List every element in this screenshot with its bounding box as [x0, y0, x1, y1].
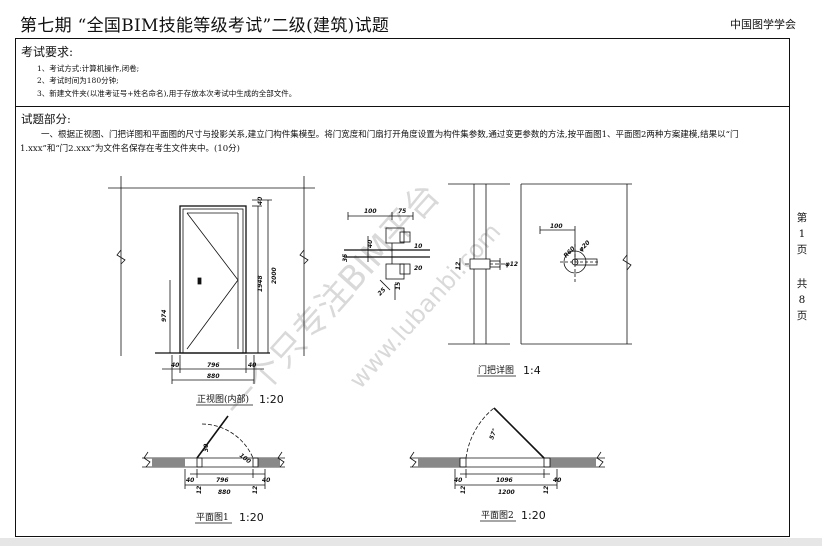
- watermark: 一个只专注BIM平台 www.lubanbi.com: [217, 176, 506, 426]
- page-char: 页: [796, 310, 808, 322]
- handle-detail-b: [448, 183, 510, 345]
- dim-label: 880: [218, 489, 231, 496]
- dim-label: 100: [550, 223, 563, 230]
- page-number: 1: [798, 228, 806, 240]
- page-char: 第: [796, 212, 808, 224]
- dim-label: 1200: [498, 489, 515, 496]
- page-indicator: 第 1 页 共 8 页: [795, 210, 809, 324]
- requirement-item: 3、新建文件夹(以准考证号+姓名命名),用于存放本次考试中生成的全部文件。: [37, 89, 297, 98]
- dim-label: 40: [367, 240, 374, 248]
- front-view-caption: 正视图(内部): [197, 393, 249, 405]
- plan2-scale: 1:20: [521, 509, 546, 522]
- dim-label: 30: [203, 444, 210, 452]
- dim-label: 75: [398, 208, 406, 215]
- bottom-scrollbar[interactable]: [0, 538, 822, 546]
- dim-label: φ12: [505, 261, 518, 268]
- questions-heading: 试题部分:: [21, 112, 71, 126]
- dim-label: 40: [257, 197, 264, 205]
- handle-detail-a: [344, 212, 430, 300]
- dim-label: 40: [248, 362, 256, 369]
- dim-label: 880: [207, 373, 220, 380]
- dim-label: 10: [414, 243, 422, 250]
- dim-label: R60: [562, 245, 576, 259]
- dim-label: φ20: [577, 239, 591, 253]
- requirements-section: 考试要求: 1、考试方式:计算机操作,闭卷; 2、考试时间为180分钟; 3、新…: [16, 39, 789, 107]
- page-char: 页: [796, 244, 808, 256]
- dim-label: 12: [196, 486, 203, 494]
- dim-label: 40: [186, 477, 194, 484]
- dim-label: 796: [207, 362, 220, 369]
- plan2-caption: 平面图2: [481, 510, 514, 521]
- dim-label: 1096: [496, 477, 513, 484]
- plan-view-1: [142, 415, 285, 489]
- front-view: [108, 176, 315, 384]
- dim-label: 40: [454, 477, 462, 484]
- dim-label: 15: [395, 282, 402, 290]
- organization-name: 中国图学学会: [730, 18, 796, 31]
- requirements-heading: 考试要求:: [21, 45, 74, 59]
- dim-label: 974: [161, 309, 168, 322]
- dim-label: 100: [238, 452, 252, 465]
- dim-label: 2000: [271, 267, 278, 284]
- question-text: 一、根据正视图、门把详图和平面图的尺寸与投影关系,建立门构件集模型。将门宽度和门…: [20, 130, 739, 154]
- handle-detail-caption: 门把详图: [478, 364, 514, 376]
- plan1-scale: 1:20: [239, 511, 264, 524]
- front-view-scale: 1:20: [259, 393, 284, 406]
- dim-label: 40: [553, 477, 561, 484]
- requirement-item: 2、考试时间为180分钟;: [37, 76, 119, 85]
- page-title: 第七期 “全国BIM技能等级考试”二级(建筑)试题: [20, 16, 390, 36]
- exam-frame: 考试要求: 1、考试方式:计算机操作,闭卷; 2、考试时间为180分钟; 3、新…: [15, 38, 790, 537]
- dim-label: 12: [543, 486, 550, 494]
- dim-label: 1948: [257, 275, 264, 292]
- dim-label: 35: [342, 254, 349, 262]
- dim-label: 796: [216, 477, 229, 484]
- handle-detail-scale: 1:4: [523, 364, 541, 377]
- plan1-caption: 平面图1: [196, 512, 229, 523]
- dim-label: 100: [364, 208, 377, 215]
- angle-label: 57°: [488, 428, 498, 441]
- dim-label: 20: [414, 265, 422, 272]
- handle-detail-c: [520, 183, 632, 345]
- page-total: 8: [798, 294, 806, 306]
- dim-label: 12: [252, 486, 259, 494]
- dim-label: 12: [455, 262, 462, 270]
- dim-label: 40: [171, 362, 179, 369]
- dim-label: 40: [262, 477, 270, 484]
- dim-label: 12: [460, 486, 467, 494]
- requirement-item: 1、考试方式:计算机操作,闭卷;: [37, 64, 140, 73]
- dim-label: 25: [376, 287, 387, 298]
- page-char: 共: [796, 278, 808, 290]
- plan-view-2: [409, 407, 605, 489]
